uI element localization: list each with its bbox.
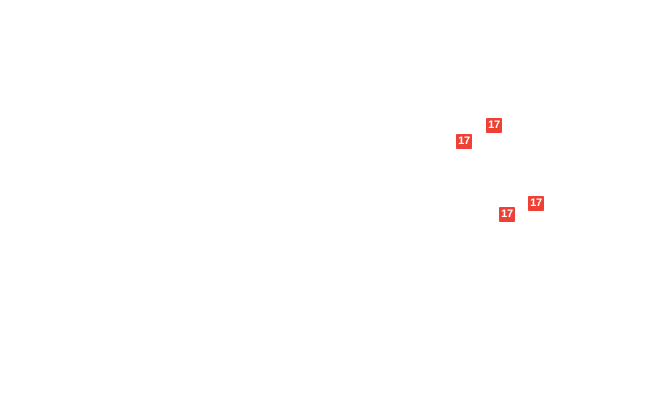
count-badge[interactable]: 17 (456, 134, 472, 149)
count-badge[interactable]: 17 (528, 196, 544, 211)
count-badge[interactable]: 17 (499, 207, 515, 222)
count-badge[interactable]: 17 (486, 118, 502, 133)
